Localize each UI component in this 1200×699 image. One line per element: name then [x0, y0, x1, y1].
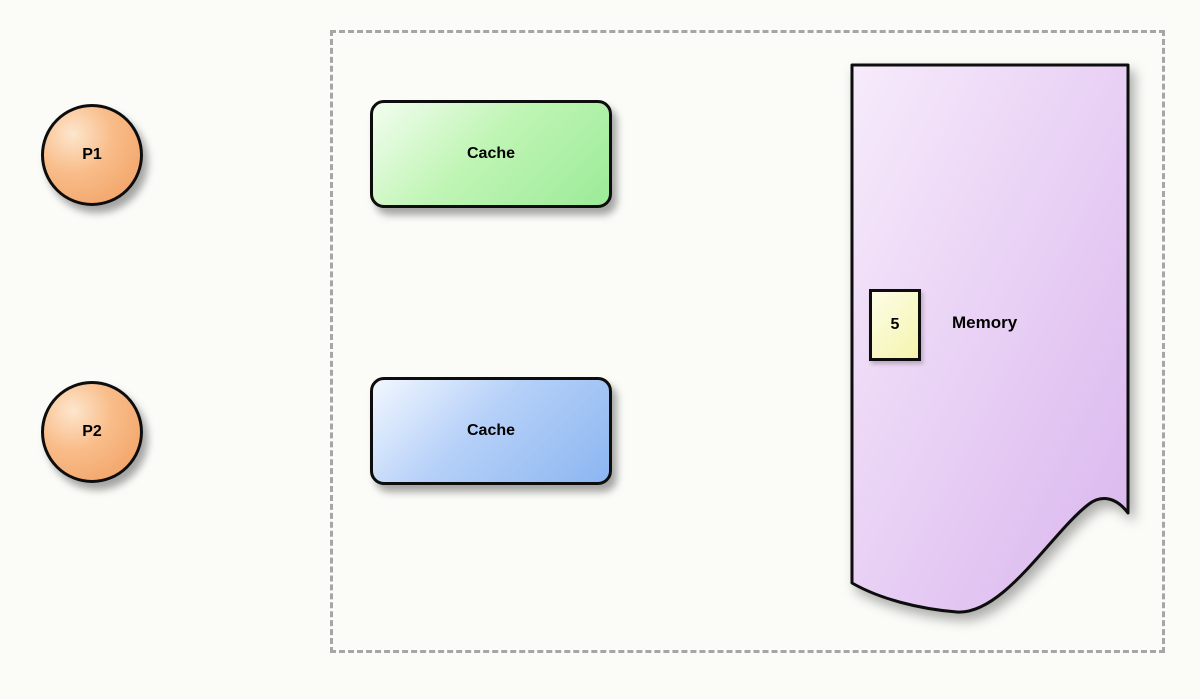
processor-p2-label: P2: [82, 423, 102, 440]
memory-label: Memory: [952, 313, 1018, 332]
memory-shape: [850, 63, 1130, 614]
system-boundary: [330, 30, 1165, 653]
cache-p1: Cache: [370, 100, 612, 208]
processor-p1-label: P1: [82, 146, 102, 163]
cache-p2: Cache: [370, 377, 612, 485]
processor-p2: P2: [41, 381, 143, 483]
cache-p1-label: Cache: [466, 145, 516, 162]
memory-cell: 5: [869, 289, 921, 361]
memory-cell-value: 5: [890, 316, 900, 333]
memory-document-outline: [850, 63, 1130, 614]
cache-p2-label: Cache: [466, 422, 516, 439]
processor-p1: P1: [41, 104, 143, 206]
